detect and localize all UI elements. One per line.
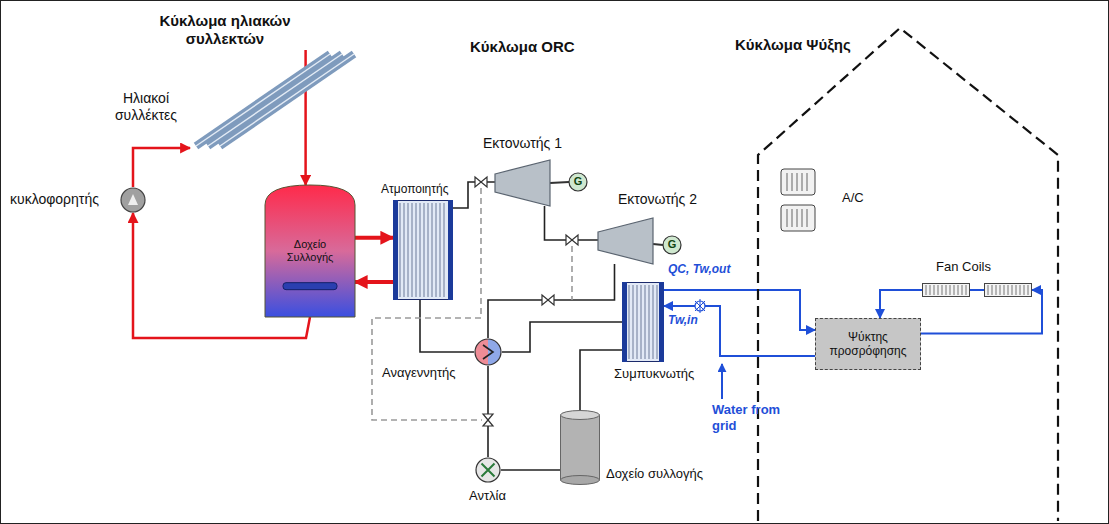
node-label: Συμπυκνωτής <box>614 366 694 382</box>
shape-body <box>622 282 664 362</box>
house-outline <box>758 28 1058 521</box>
supply-arrow <box>721 364 723 399</box>
ac-unit-shape <box>780 168 816 232</box>
shape-body <box>475 339 501 365</box>
expander-shape <box>495 160 550 206</box>
generator-symbol <box>663 236 681 254</box>
solar-collector-shape <box>190 50 360 150</box>
node-label: Αναγεννητής <box>382 365 456 381</box>
bypass-line <box>571 246 573 300</box>
node-text: Ψύκτης προσρόφησης <box>816 330 920 359</box>
shape-body <box>781 169 815 231</box>
generator-symbol <box>569 173 587 191</box>
pipe-connector <box>488 264 615 338</box>
flow-label: Water from grid <box>712 402 792 433</box>
pipe-connector <box>502 322 622 352</box>
generator-label: G <box>570 175 586 188</box>
fan-coil: Fan Coils <box>922 282 1032 298</box>
node-label: Fan Coils <box>936 259 991 275</box>
evaporator: Ατμοποιητής <box>393 200 453 300</box>
shape-body <box>393 200 453 300</box>
section-heading: Κύκλωμα ηλιακών συλλεκτών <box>150 12 300 48</box>
node-body: Δοχείο Συλλογής <box>265 185 355 317</box>
shaft <box>653 244 663 245</box>
fan-coil-shape <box>922 282 1032 298</box>
expander-shape <box>598 218 653 264</box>
valve-symbol <box>566 235 578 245</box>
pipe-connector <box>545 206 599 240</box>
flow-label: QC, Tw,out <box>668 262 730 276</box>
solar-collector: Ηλιακοί συλλέκτες <box>190 50 360 150</box>
section-heading: Κύκλωμα Ψύξης <box>735 36 851 54</box>
receiver-tank-shape <box>560 410 600 485</box>
flow-label: Tw,in <box>668 313 698 327</box>
shape-body <box>495 160 550 206</box>
pipe-connector <box>420 300 474 352</box>
pipe-connector <box>880 290 922 318</box>
shape-body <box>598 218 653 264</box>
shape-body <box>561 411 600 485</box>
bypass-line <box>372 188 482 420</box>
pipe-connector <box>133 148 190 187</box>
expander: Εκτονωτής 2 <box>598 218 653 264</box>
ac-unit: A/C <box>780 168 816 232</box>
pipe-connector <box>453 182 495 208</box>
pipe-connector <box>664 290 815 330</box>
shape-body <box>265 185 355 317</box>
node-label: Δοχείο συλλογής <box>606 466 703 482</box>
evaporator-shape <box>393 200 453 300</box>
storage-tank: Δοχείο Συλλογής <box>265 185 355 317</box>
pump: Αντλία <box>475 457 501 483</box>
shape-body <box>121 188 145 212</box>
node-label: Αντλία <box>469 488 506 504</box>
node-label: Ηλιακοί συλλέκτες <box>106 90 186 124</box>
mixing-valve <box>695 299 705 313</box>
regenerator-shape <box>474 338 502 366</box>
shape-body <box>923 284 1032 297</box>
regenerator: Αναγεννητής <box>474 338 502 366</box>
node-label: Εκτονωτής 2 <box>618 191 697 208</box>
valve-symbol <box>475 177 487 187</box>
shaft <box>550 182 569 183</box>
node-label: κυκλοφορητής <box>10 191 99 208</box>
pipe-connector <box>355 236 393 240</box>
node-body: Ψύκτης προσρόφησης <box>816 319 920 369</box>
node-label: Εκτονωτής 1 <box>483 135 562 152</box>
pipe-connector <box>355 280 393 284</box>
pump-shape <box>475 457 501 483</box>
valve-symbol <box>542 295 554 305</box>
shape-body <box>196 54 354 146</box>
condenser-shape <box>622 282 664 362</box>
shape-body <box>476 458 500 482</box>
expander: Εκτονωτής 1 <box>495 160 550 206</box>
circulator-pump-shape <box>120 187 146 213</box>
pipe-connector <box>487 366 489 457</box>
generator-label: G <box>664 238 680 251</box>
pipe-connector <box>664 306 815 356</box>
condenser: Συμπυκνωτής <box>622 282 664 362</box>
valve-symbol <box>483 414 493 426</box>
circulator-pump: κυκλοφορητής <box>120 187 146 213</box>
node-label: A/C <box>842 190 864 206</box>
absorption-chiller: Ψύκτης προσρόφησης <box>815 318 921 370</box>
receiver-tank: Δοχείο συλλογής <box>560 410 600 485</box>
node-label: Ατμοποιητής <box>381 182 448 196</box>
section-heading: Κύκλωμα ORC <box>470 38 575 56</box>
pipe-connector <box>501 469 560 471</box>
node-text: Δοχείο Συλλογής <box>265 238 355 264</box>
